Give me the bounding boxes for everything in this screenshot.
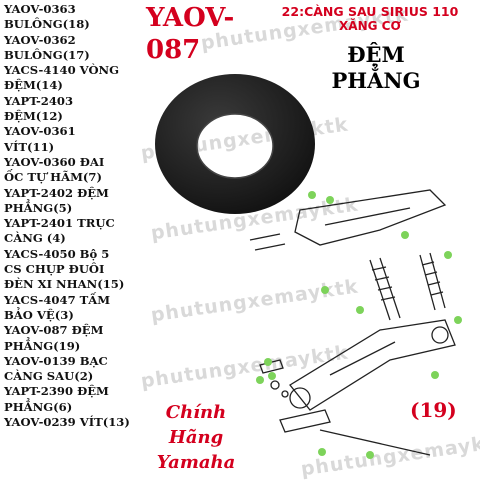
list-item: YAOV-0139 BẠC CÀNG SAU(2) [4,353,108,384]
header-subtitle: XĂNG CƠ [339,19,401,33]
list-item: YAPT-2390 ĐỆM PHẲNG(6) [4,384,109,414]
list-item: YAOV-0362 BULÔNG(17) [4,32,90,62]
product-code: YAOV- 087 [146,3,235,65]
list-item: YAOV-0363 BULÔNG(18) [4,2,90,32]
flat-washer-icon [155,74,316,214]
list-item: YAOV-0361 VÍT(11) [4,124,76,154]
callout-number: (19) [410,398,457,422]
list-item: YAOV-0360 ĐAI ỐC TỰ HÃM(7) [4,154,105,185]
list-item: YAPT-2401 TRỤC CÀNG (4) [4,216,115,246]
header-title: 22:CÀNG SAU SIRIUS 110 [281,4,459,19]
swingarm-exploded-diagram-icon [249,189,462,459]
product-name: ĐỆM PHẲNG [331,42,421,93]
page-header: 22:CÀNG SAU SIRIUS 110 XĂNG CƠ [262,4,478,34]
list-item: YAPT-2402 ĐỆM PHẲNG(5) [4,185,109,215]
list-item: YAOV-087 ĐỆM PHẲNG(19) [4,323,104,353]
list-item: YACS-4050 Bộ 5 CS CHỤP ĐUÔI ĐÈN XI NHAN(… [4,246,125,292]
list-item: YACS-4047 TẤM BẢO VỆ(3) [4,292,111,322]
list-item: YAOV-0239 VÍT(13) [4,415,130,430]
brand-label: Chính Hãng Yamaha [156,402,236,473]
parts-list: YAOV-0363 BULÔNG(18) YAOV-0362 BULÔNG(17… [4,2,154,430]
list-item: YAPT-2403 ĐỆM(12) [4,93,74,124]
list-item: YACS-4140 VÒNG ĐỆM(14) [4,63,120,93]
